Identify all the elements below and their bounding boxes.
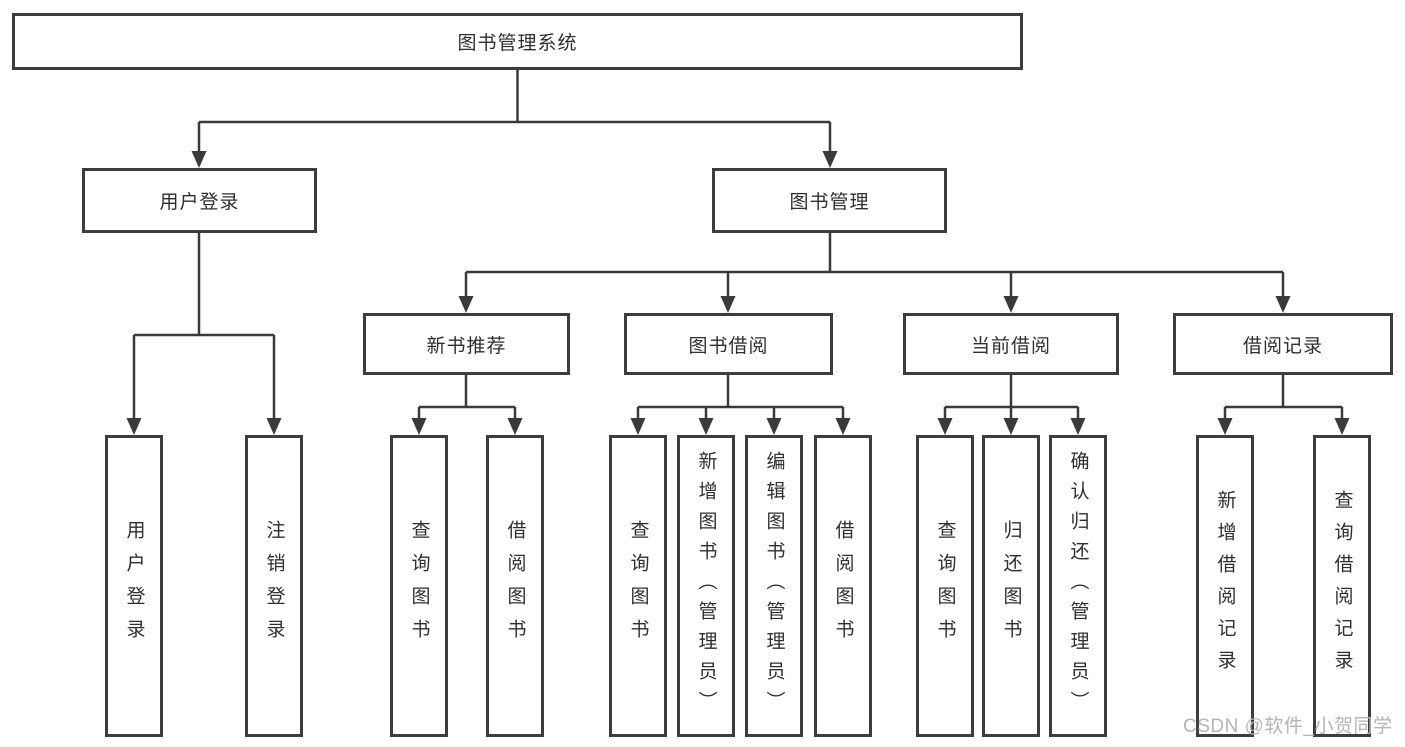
- leaf-add-borrow-record: 新增借阅记录: [1196, 435, 1254, 737]
- leaf-user-login: 用户登录: [105, 435, 163, 737]
- node-user-login: 用户登录: [82, 168, 317, 233]
- leaf-label: 查询借阅记录: [1331, 490, 1353, 682]
- leaf-borrow-books-recommend: 借阅图书: [486, 435, 544, 737]
- connector-book-borrow-to-leaves: [636, 375, 845, 422]
- leaf-label: 编辑图书（管理员）: [763, 451, 785, 721]
- leaf-query-books-recommend: 查询图书: [390, 435, 448, 737]
- leaf-query-borrow-record: 查询借阅记录: [1313, 435, 1371, 737]
- leaf-label: 借阅图书: [832, 520, 854, 652]
- connector-root-to-branches: [197, 70, 832, 155]
- connector-book-mgmt-to-modules: [464, 233, 1285, 300]
- node-book-borrow: 图书借阅: [624, 313, 833, 375]
- leaf-label: 新增借阅记录: [1214, 490, 1236, 682]
- leaf-label: 借阅图书: [504, 520, 526, 652]
- leaf-return-books: 归还图书: [982, 435, 1040, 737]
- leaf-add-book-admin: 新增图书（管理员）: [677, 435, 735, 737]
- leaf-label: 新增图书（管理员）: [695, 451, 717, 721]
- node-current-borrow: 当前借阅: [903, 313, 1119, 375]
- leaf-label: 查询图书: [934, 520, 956, 652]
- connector-user-login-to-leaves: [132, 233, 276, 422]
- leaf-borrow-books: 借阅图书: [814, 435, 872, 737]
- connector-current-borrow-to-leaves: [943, 375, 1080, 422]
- leaf-label: 用户登录: [123, 520, 145, 652]
- leaf-edit-book-admin: 编辑图书（管理员）: [745, 435, 803, 737]
- leaf-query-books-borrow: 查询图书: [609, 435, 667, 737]
- leaf-label: 注销登录: [263, 520, 285, 652]
- leaf-query-books-current: 查询图书: [916, 435, 974, 737]
- leaf-logout: 注销登录: [245, 435, 303, 737]
- connector-new-book-to-leaves: [417, 375, 517, 422]
- leaf-label: 归还图书: [1000, 520, 1022, 652]
- leaf-confirm-return-admin: 确认归还（管理员）: [1049, 435, 1107, 737]
- root-node: 图书管理系统: [12, 13, 1023, 70]
- node-book-management: 图书管理: [712, 168, 947, 233]
- connector-borrow-records-to-leaves: [1223, 375, 1344, 422]
- leaf-label: 查询图书: [627, 520, 649, 652]
- leaf-label: 确认归还（管理员）: [1067, 451, 1089, 721]
- node-new-book-recommend: 新书推荐: [363, 313, 570, 375]
- watermark: CSDN @软件_小贺同学: [1183, 716, 1393, 737]
- arrowheads: [126, 151, 1350, 435]
- leaf-label: 查询图书: [408, 520, 430, 652]
- node-borrow-records: 借阅记录: [1173, 313, 1393, 375]
